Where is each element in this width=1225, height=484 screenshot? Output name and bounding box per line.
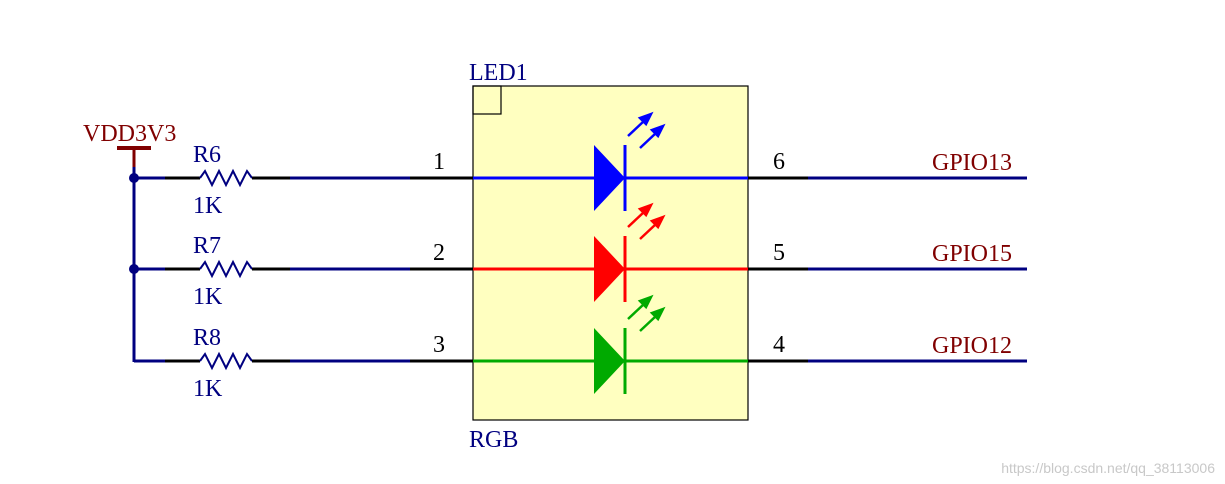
pin-number-right: 5: [773, 240, 785, 266]
pin-number-right: 6: [773, 149, 785, 175]
blue-light-arrows: [627, 111, 666, 149]
power-net-label: VDD3V3: [83, 121, 176, 147]
resistor-designator: R8: [193, 325, 221, 351]
pin-number-right: 4: [773, 332, 785, 358]
resistor-r6: [199, 168, 253, 188]
red-light-arrows: [627, 202, 666, 240]
pin-number-left: 2: [433, 240, 445, 266]
resistor-designator: R6: [193, 142, 221, 168]
channel-row-3: R8 1K 3 4 GPIO12: [134, 294, 1027, 402]
watermark: https://blog.csdn.net/qq_38113006: [1001, 460, 1215, 476]
component-designator: LED1: [469, 60, 528, 86]
blue-led-diode: [594, 145, 625, 211]
resistor-r7: [199, 259, 253, 279]
pin-number-left: 3: [433, 332, 445, 358]
red-led-diode: [594, 236, 625, 302]
channel-row-1: R6 1K 1 6 GPIO13: [129, 111, 1027, 219]
pin1-marker: [472, 85, 502, 115]
net-label-gpio: GPIO15: [932, 241, 1012, 267]
resistor-designator: R7: [193, 233, 221, 259]
green-led-diode: [594, 328, 625, 394]
net-label-gpio: GPIO12: [932, 333, 1012, 359]
resistor-value: 1K: [193, 193, 223, 219]
component-value: RGB: [469, 427, 518, 453]
pin-number-left: 1: [433, 149, 445, 175]
net-label-gpio: GPIO13: [932, 150, 1012, 176]
resistor-r8: [199, 351, 253, 371]
channel-row-2: R7 1K 2 5 GPIO15: [129, 202, 1027, 310]
green-light-arrows: [627, 294, 666, 332]
resistor-value: 1K: [193, 376, 223, 402]
resistor-value: 1K: [193, 284, 223, 310]
